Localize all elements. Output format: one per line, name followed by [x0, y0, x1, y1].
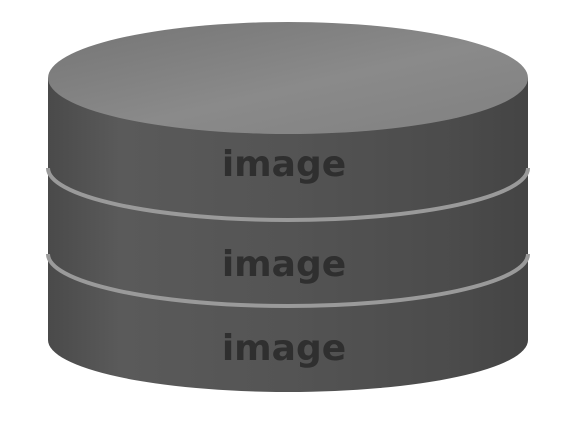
layer-label-2: image — [222, 244, 346, 285]
layer-separator-1 — [46, 167, 530, 222]
cylinder-top — [48, 22, 528, 134]
layer-label-1: image — [222, 144, 346, 185]
cylinder-body — [48, 78, 528, 392]
layer-separator-2 — [46, 253, 530, 308]
layer-label-3: image — [222, 328, 346, 369]
